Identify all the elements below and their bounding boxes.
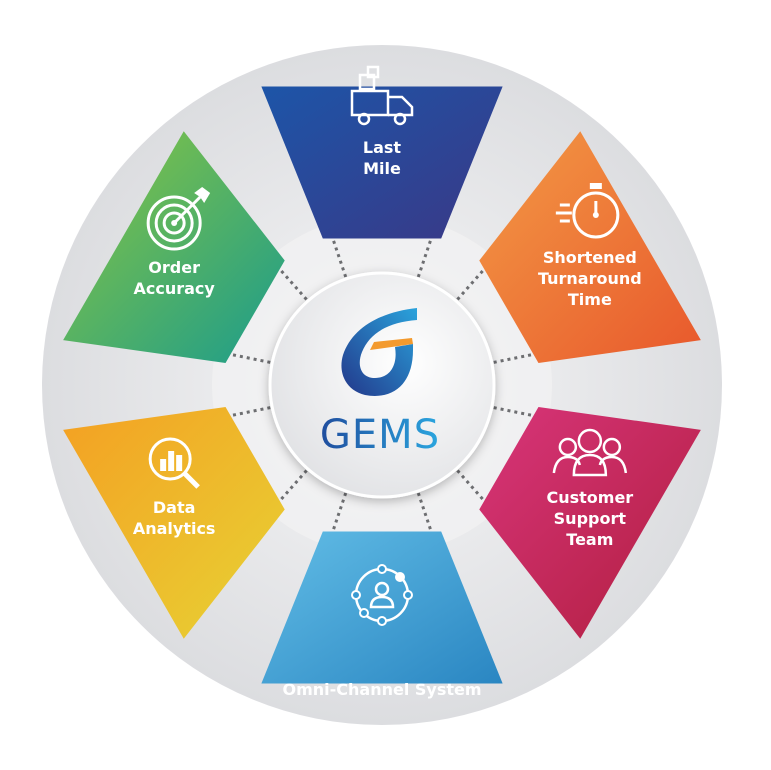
segment-order-accuracy-shape: [63, 131, 285, 364]
segment-label-line: Analytics: [133, 519, 216, 538]
dotted-connector: [493, 352, 538, 364]
gems-logo-icon: [341, 308, 417, 396]
dotted-connector: [416, 234, 434, 278]
team-icon: [552, 428, 628, 477]
dotted-connector: [456, 469, 488, 505]
segment-label-line: Data: [153, 498, 196, 517]
segment-label-line: Time: [568, 290, 612, 309]
segment-data-analytics-shape: [63, 406, 285, 639]
dotted-connector: [416, 492, 434, 536]
segment-label-line: Support: [554, 509, 627, 528]
delivery-truck-icon: [350, 65, 414, 126]
segment-label-line: Turnaround: [538, 269, 642, 288]
dotted-connector: [276, 469, 308, 505]
logo-text: GEMS: [320, 412, 440, 458]
segment-last-mile-shape: [261, 86, 503, 239]
segment-label-line: Customer: [546, 488, 633, 507]
center-logo[interactable]: GEMS: [268, 271, 496, 499]
segment-label-line: Mile: [363, 159, 401, 178]
segment-label-line: Order: [148, 258, 200, 277]
stopwatch-icon: [555, 183, 620, 239]
dotted-connector: [330, 492, 348, 536]
connector-dots: [226, 234, 538, 536]
dotted-connector: [493, 406, 538, 418]
segments: LastMileShortenedTurnaroundTimeCustomerS…: [63, 65, 701, 699]
dotted-connector: [330, 234, 348, 278]
dotted-connector: [226, 406, 271, 418]
segment-label-line: Last: [363, 138, 402, 157]
dotted-connector: [276, 265, 308, 301]
segment-shortened-turnaround-time-shape: [479, 131, 701, 364]
dotted-connector: [456, 265, 488, 301]
segment-label-line: Team: [566, 530, 613, 549]
segment-label-line: Shortened: [543, 248, 637, 267]
dotted-connector: [226, 352, 271, 364]
segment-customer-support-team-shape: [479, 406, 701, 639]
segment-label-line: Omni-Channel System: [282, 680, 481, 699]
segment-label-line: Accuracy: [133, 279, 215, 298]
segment-omni-channel-system[interactable]: Omni-Channel System: [261, 531, 503, 699]
target-icon: [146, 187, 211, 251]
network-user-icon: [351, 564, 413, 626]
analytics-magnifier-icon: [148, 437, 200, 489]
